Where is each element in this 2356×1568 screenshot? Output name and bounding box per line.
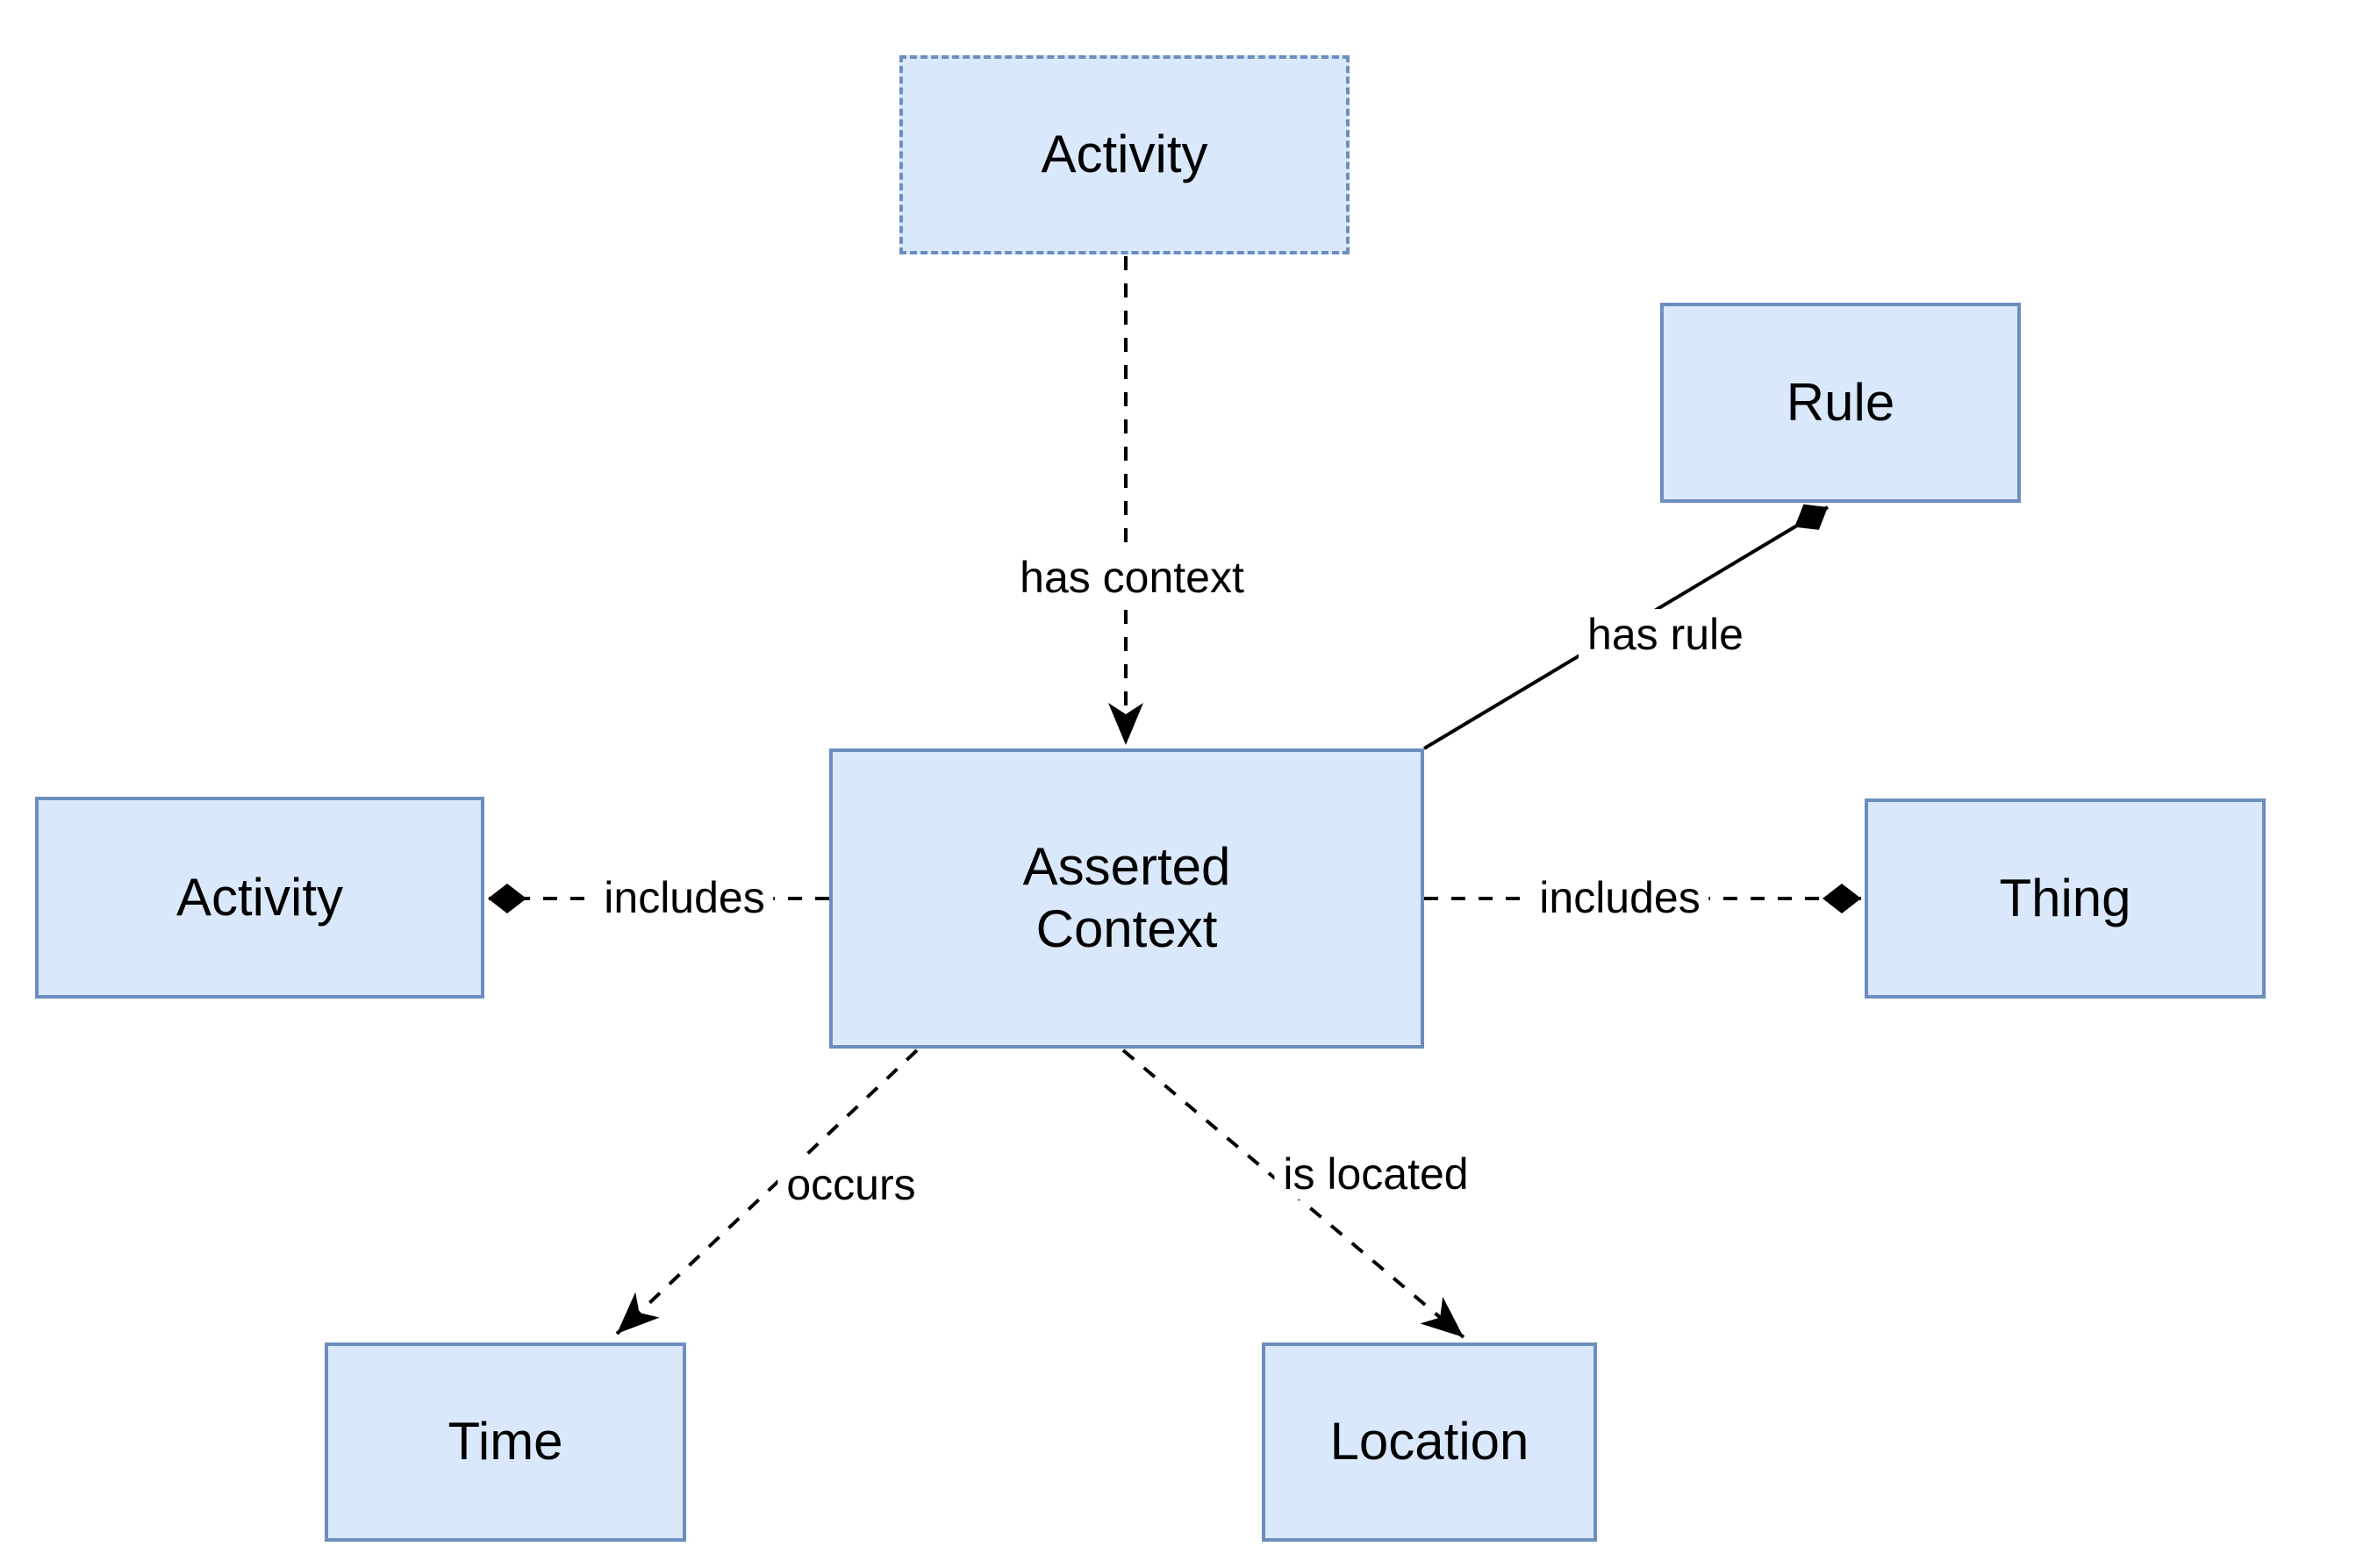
node-location-label: Location xyxy=(1329,1412,1529,1471)
node-time: Time xyxy=(325,1342,686,1542)
node-location: Location xyxy=(1262,1342,1597,1542)
edge-label-includes-right: includes xyxy=(1530,872,1709,923)
edge-label-has-context: has context xyxy=(1011,552,1253,603)
node-asserted-context-label-line2: Context xyxy=(1035,899,1218,958)
node-activity-left-label: Activity xyxy=(175,867,344,927)
node-thing-label: Thing xyxy=(1999,868,2131,927)
node-time-label: Time xyxy=(448,1412,563,1471)
node-thing: Thing xyxy=(1865,798,2266,999)
node-activity-top-label: Activity xyxy=(1041,125,1208,184)
node-activity-top: Activity xyxy=(899,55,1350,254)
edge-label-occurs: occurs xyxy=(777,1159,925,1210)
node-asserted-context-label-line1: Asserted xyxy=(1022,837,1231,897)
edge-label-is-located: is located xyxy=(1274,1149,1478,1199)
edge-label-has-rule: has rule xyxy=(1579,609,1752,660)
node-rule-label: Rule xyxy=(1786,372,1895,432)
node-asserted-context: Asserted Context xyxy=(829,748,1424,1049)
node-rule: Rule xyxy=(1660,303,2021,503)
node-activity-left: Activity xyxy=(35,797,484,999)
edge-label-includes-left: includes xyxy=(595,872,774,923)
